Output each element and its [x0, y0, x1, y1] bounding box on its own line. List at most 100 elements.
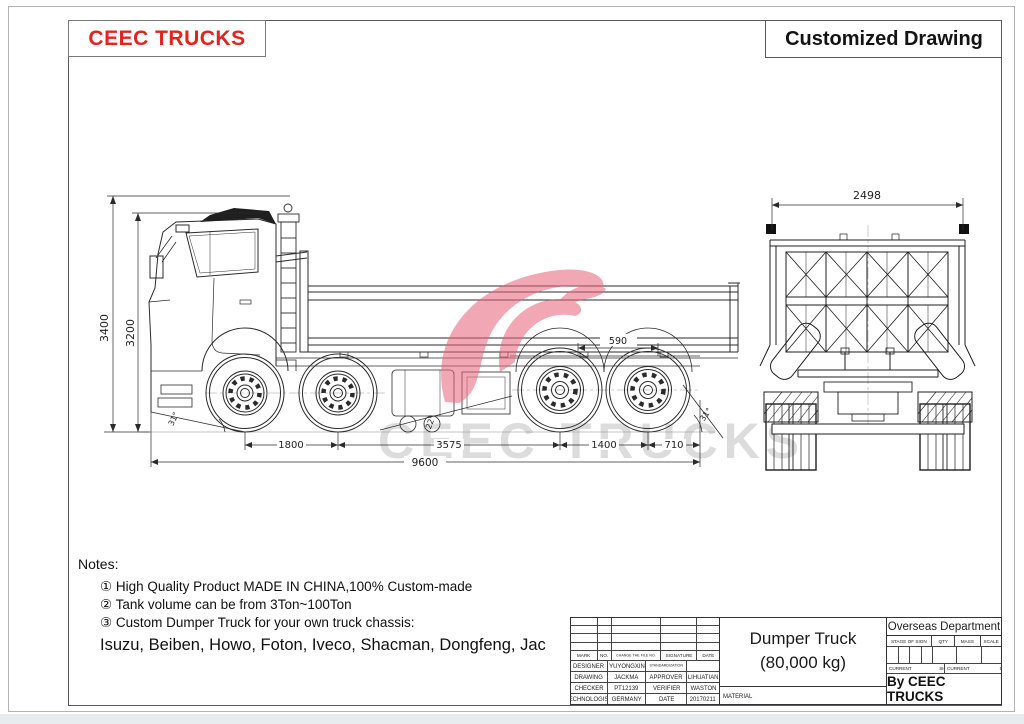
page-bottom-strip [0, 714, 1024, 724]
product-name: Dumper Truck [749, 629, 857, 648]
drawing-title-box: Customized Drawing [765, 21, 1002, 58]
mudflap-left [769, 322, 821, 380]
material-label: MATERIAL [723, 692, 753, 699]
current-label: CURRENT [889, 665, 912, 671]
dim-3200: 3200 [124, 319, 137, 347]
hydraulic-cylinder [277, 203, 300, 353]
mass-label: MASS [961, 638, 975, 644]
qty-label: QTY [938, 638, 948, 644]
drawing-value: JACKMA [614, 673, 639, 681]
notes-heading: Notes: [78, 556, 119, 572]
title-block: MARK NO. CHANGE THE FILE NO. SIGNATURE D… [570, 617, 1002, 705]
verifier-value: WASTON [690, 684, 716, 692]
dim-3400: 3400 [98, 314, 111, 342]
rear-view-dimension: 2498 [771, 189, 964, 230]
checker-value: PT12139 [614, 684, 639, 692]
cab [148, 208, 297, 412]
dim-1400: 1400 [591, 440, 616, 451]
sign-empty-row [887, 646, 1001, 664]
angle-front-label: 31° [167, 411, 181, 428]
designer-value: YUYONGXIN [608, 662, 645, 670]
title-block-department: Overseas Department STAGE OF SIGN QTY MA… [887, 618, 1001, 704]
rear-mudguard [515, 327, 605, 373]
revision-header-row: MARK NO. CHANGE THE FILE NO. SIGNATURE D… [571, 650, 719, 661]
standardization-label: STANDARDIZATION [649, 663, 684, 669]
cab-window [185, 228, 259, 278]
rear-bumper-bar [771, 423, 965, 435]
dim-2498: 2498 [853, 189, 881, 202]
checker-label: CHECKER [574, 684, 604, 692]
inner-border-frame [68, 20, 1002, 706]
sheet-count-row: CURRENT SHEET CURRENT SHEETS [887, 663, 1001, 674]
fender-left [763, 391, 819, 423]
checker-row: CHECKER PT12139 VERIFIER WASTON [571, 682, 719, 694]
title-block-product: Dumper Truck (80,000 kg) MATERIAL [720, 618, 887, 704]
angle-lines [150, 384, 724, 439]
chassis-brand-list: Isuzu, Beiben, Howo, Foton, Iveco, Shacm… [100, 636, 546, 654]
dim-590: 590 [609, 336, 627, 347]
note-item-2: ② Tank volume can be from 3Ton~100Ton [100, 597, 352, 612]
tailgate [785, 251, 949, 353]
rear-wheel-1 [517, 347, 603, 433]
air-tank [423, 415, 441, 433]
watermark-logo [441, 269, 606, 403]
approver-value: LIHUATIAN [687, 673, 719, 681]
technologist-row: TECHNOLOGIST GERMANY DATE 20170211 [571, 693, 719, 704]
drawing-title-text: Customized Drawing [785, 27, 983, 50]
front-wheel-1 [205, 353, 285, 433]
side-view-dimensions: 3400 3200 1800 3575 1400 710 9600 590 31… [98, 195, 714, 469]
drawing-label: DRAWING [574, 673, 604, 681]
dim-3575: 3575 [436, 440, 461, 451]
rear-mudguard [603, 327, 693, 373]
note-item-3: ③ Custom Dumper Truck for your own truck… [100, 615, 415, 630]
revision-empty-row [571, 642, 719, 651]
mudflap-right [914, 322, 966, 380]
rear-view [759, 224, 976, 471]
designer-label: DESIGNER [573, 662, 605, 670]
revision-empty-row [571, 626, 719, 635]
drawing-row: DRAWING JACKMA APPROVER LIHUATIAN [571, 671, 719, 683]
revision-empty-row [571, 618, 719, 627]
approver-label: APPROVER [649, 673, 683, 681]
outer-border-frame [8, 6, 1015, 712]
title-block-revision-table: MARK NO. CHANGE THE FILE NO. SIGNATURE D… [571, 618, 720, 704]
rev-header-date: DATE [702, 652, 715, 659]
note-item-1: ① High Quality Product MADE IN CHINA,100… [100, 579, 473, 594]
designer-row: DESIGNER YUYONGXIN STANDARDIZATION [571, 660, 719, 672]
department-name: Overseas Department [887, 618, 1001, 637]
rear-view-wheels-left [765, 403, 817, 471]
notes-section: Notes: ① High Quality Product MADE IN CH… [78, 556, 598, 655]
rev-header-change: CHANGE THE FILE NO. [616, 653, 656, 658]
door-seam [211, 277, 261, 356]
dim-710: 710 [664, 440, 683, 451]
sign-header-row: STAGE OF SIGN QTY MASS SCALE [887, 636, 1001, 647]
roof-deflector [200, 208, 276, 224]
byline: By CEEC TRUCKS [887, 673, 946, 704]
air-tank [399, 415, 417, 433]
current-label-2: CURRENT [946, 665, 970, 671]
mirror [149, 255, 164, 279]
scale-label: SCALE [983, 638, 999, 644]
dim-1800: 1800 [278, 440, 303, 451]
verifier-label: VERIFIER [652, 684, 681, 692]
material-cell: MATERIAL [720, 686, 886, 704]
revision-empty-row [571, 634, 719, 643]
rear-view-wheels-right [919, 403, 971, 471]
product-weight: (80,000 kg) [760, 653, 846, 672]
door-handle [239, 299, 252, 305]
date-label: DATE [658, 695, 675, 703]
front-wheel-arch [201, 327, 289, 372]
rev-header-signature: SIGNATURE [665, 652, 692, 659]
rev-header-no: NO. [600, 652, 609, 659]
company-logo-text: CEEC TRUCKS [88, 26, 246, 50]
company-logo-box: CEEC TRUCKS [68, 20, 266, 57]
date-value: 20170211 [690, 695, 717, 703]
technologist-label: TECHNOLOGIST [571, 695, 607, 703]
sheets-label: SHEETS [999, 666, 1001, 671]
fender-right [917, 391, 973, 423]
side-view [140, 203, 740, 439]
dim-9600: 9600 [412, 457, 439, 469]
technologist-value: GERMANY [611, 695, 642, 703]
